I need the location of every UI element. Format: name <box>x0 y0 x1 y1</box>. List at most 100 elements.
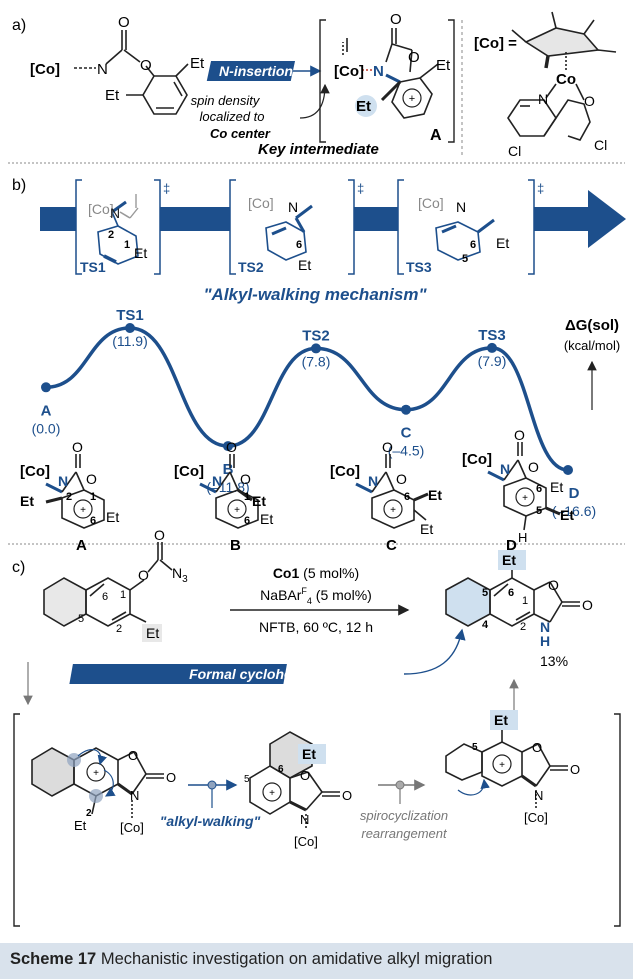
et-right: Et <box>190 55 205 72</box>
structure-a-num2: 1 <box>90 491 96 503</box>
key-intermediate: Key intermediate <box>258 141 379 158</box>
product-o1: O <box>548 577 559 593</box>
ts3-n: N <box>456 199 466 215</box>
o-ether: O <box>140 57 152 74</box>
mech3-et-box <box>490 710 518 730</box>
energy-label-a: A <box>41 402 52 419</box>
product-num2: 2 <box>520 621 526 633</box>
structure-a-plus: + <box>80 505 86 516</box>
int-o-carbonyl: O <box>390 11 402 28</box>
ts1-label: TS1 <box>80 259 106 275</box>
spin-line2: localized to <box>199 109 264 124</box>
energy-value-c: (–4.5) <box>388 443 425 459</box>
n-insertion-box <box>206 61 296 81</box>
aryl-carbamate-structure <box>74 30 189 115</box>
energy-profile: A(0.0)TS1(11.9)B(–11.8)TS2(7.8)C(–4.5)TS… <box>32 307 597 519</box>
structure-b-n: N <box>212 473 222 489</box>
ts3-co: [Co] <box>418 195 444 211</box>
structure-a-label: A <box>76 537 87 554</box>
n-label: N <box>97 61 108 78</box>
ts1-et: Et <box>134 245 147 261</box>
energy-label-ts2: TS2 <box>302 327 330 344</box>
axis-unit: (kcal/mol) <box>564 338 620 353</box>
structure-a-num3: 6 <box>90 515 96 527</box>
structure-b-plus: + <box>234 505 240 516</box>
energy-label-ts3: TS3 <box>478 327 506 344</box>
panel-c-label: c) <box>12 559 25 576</box>
mech1-co: [Co] <box>120 820 144 835</box>
ts2-n: N <box>288 199 298 215</box>
panel-b-label: b) <box>12 177 26 194</box>
structure-a-co: [Co] <box>20 463 50 480</box>
mech2-o1: O <box>300 768 310 783</box>
substrate-o2: O <box>154 527 165 543</box>
mech1-o1: O <box>128 748 138 763</box>
energy-label-b: B <box>223 461 234 478</box>
structure-d-h: H <box>518 530 527 545</box>
walking-label: "alkyl-walking" <box>160 813 261 829</box>
mechanism-title: "Alkyl-walking mechanism" <box>203 285 427 304</box>
ts1-n: N <box>110 205 120 221</box>
conditions: NFTB, 60 ºC, 12 h <box>259 619 373 635</box>
mech-intermediate-2 <box>249 731 340 830</box>
energy-point-ts3 <box>487 342 497 353</box>
mech-curl-arrow-1 <box>77 748 107 766</box>
structure-c-n: N <box>368 473 378 489</box>
ts2-co: [Co] <box>248 195 274 211</box>
mech-dot-1 <box>67 753 81 767</box>
axis-label: ΔG(sol) <box>565 317 619 334</box>
mech3-o2: O <box>570 762 580 777</box>
structure-b-num2: 6 <box>244 515 250 527</box>
product-num1: 1 <box>522 595 528 607</box>
structure-d-co: [Co] <box>462 451 492 468</box>
int-co: [Co] <box>334 63 364 80</box>
yield: 13% <box>540 653 568 669</box>
ts3-dagger: ‡ <box>537 181 544 196</box>
catalyst-cl1: Cl <box>508 143 521 159</box>
mech-dot-2 <box>89 789 103 803</box>
walking-dot <box>207 780 217 790</box>
mech1-o2: O <box>166 770 176 785</box>
mech-intermediate-1 <box>31 747 164 818</box>
structure-a-o1: O <box>72 439 83 455</box>
structure-d-num1: 6 <box>536 483 542 495</box>
structure-a-et1: Et <box>20 493 34 509</box>
spin-line3: Co center <box>210 126 271 141</box>
structure-d-n: N <box>500 461 510 477</box>
spiro-dot <box>395 780 405 790</box>
ts2-num-a: 6 <box>296 239 302 251</box>
structure-a <box>45 454 105 529</box>
int-o-ring: O <box>408 49 420 66</box>
ts2-dagger: ‡ <box>357 181 364 196</box>
mech1-n: N <box>130 788 139 803</box>
int-et2: Et <box>436 57 451 74</box>
structure-c <box>355 454 429 529</box>
panel-c: c) O O N3 Et 6 5 1 2 Co1 (5 mol%) NaBArF… <box>12 527 621 927</box>
spiro-line2: rearrangement <box>361 826 448 841</box>
mech2-co: [Co] <box>294 834 318 849</box>
structure-b <box>199 454 259 529</box>
mech1-et: Et <box>74 818 87 833</box>
structure-b-label: B <box>230 537 241 554</box>
catalyst-n: N <box>538 91 548 107</box>
product-o2: O <box>582 597 593 613</box>
product-num5: 5 <box>482 587 488 599</box>
substrate-et: Et <box>146 625 159 641</box>
energy-point-c <box>401 404 411 415</box>
energy-value-ts2: (7.8) <box>302 353 331 369</box>
catalyst-cl2: Cl <box>594 137 607 153</box>
int-a-label: A <box>430 127 442 144</box>
ts1-co: [Co] <box>88 201 114 217</box>
mech2-num5: 5 <box>244 774 250 785</box>
structure-b-o2: O <box>240 471 251 487</box>
product-h: H <box>540 633 550 649</box>
structure-b-co: [Co] <box>174 463 204 480</box>
energy-value-ts1: (11.9) <box>112 333 148 349</box>
structure-b-et2: Et <box>260 511 273 527</box>
panel-a: a) [Co] N O O Et Et N-insertion spin den… <box>12 11 617 159</box>
energy-point-ts2 <box>311 343 321 354</box>
migration-arrow <box>403 628 466 675</box>
structure-c-co: [Co] <box>330 463 360 480</box>
catalyst-structure <box>507 11 617 141</box>
caption-text: Mechanistic investigation on amidative a… <box>96 950 493 968</box>
